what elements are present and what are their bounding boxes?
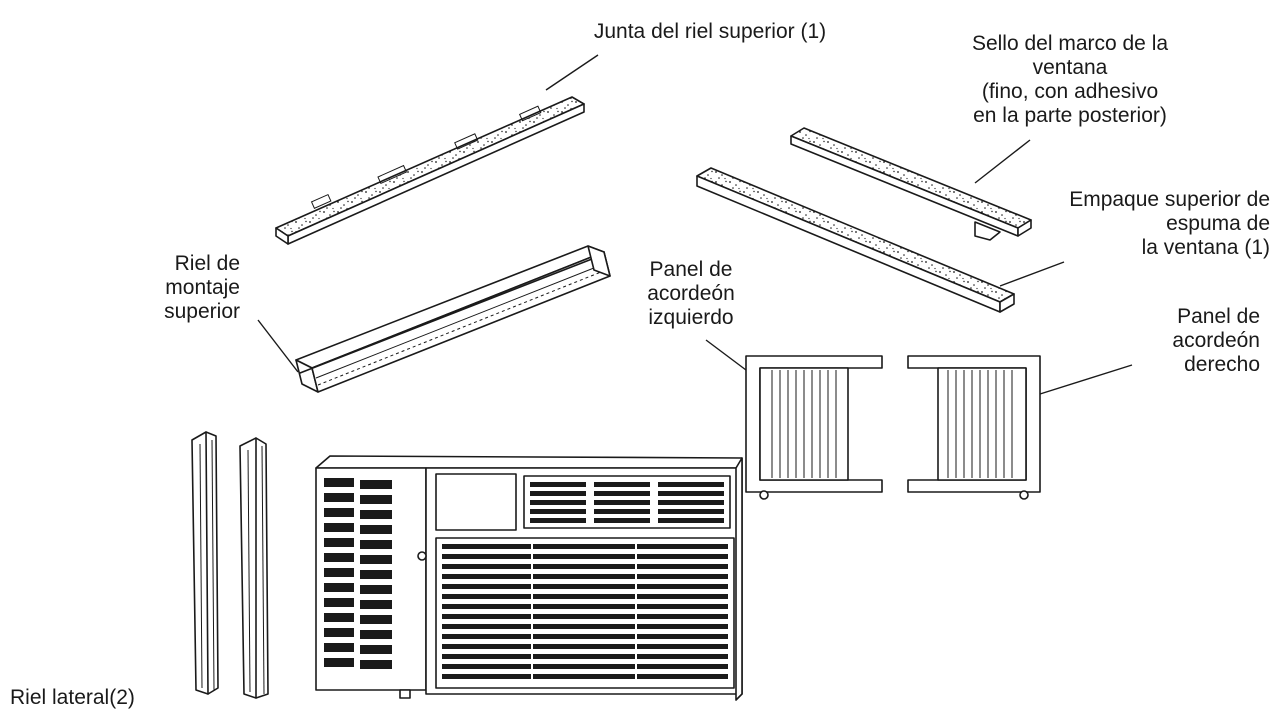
label-top-mounting-rail: Riel de montaje superior: [164, 252, 240, 323]
window-foam-seal: [696, 167, 1015, 313]
label-top-rail-gasket: Junta del riel superior (1): [593, 20, 827, 43]
top-mounting-rail: [295, 245, 611, 393]
label-window-frame-seal: Sello del marco de la ventana (fino, con…: [971, 32, 1169, 127]
label-right-accordion-panel: Panel de acordeón derecho: [1172, 305, 1260, 376]
left-accordion-panel: [745, 355, 883, 500]
air-conditioner-unit: [315, 455, 743, 701]
side-rails: [191, 431, 269, 699]
label-left-accordion-panel: Panel de acordeón izquierdo: [647, 258, 735, 329]
right-accordion-panel: [907, 355, 1041, 500]
leader-lines: [257, 54, 1133, 395]
top-rail-gasket: [275, 96, 585, 245]
label-window-foam-seal: Empaque superior de espuma de la ventana…: [1069, 188, 1270, 259]
window-frame-seal: [790, 127, 1032, 241]
label-side-rail: Riel lateral(2): [10, 686, 135, 709]
